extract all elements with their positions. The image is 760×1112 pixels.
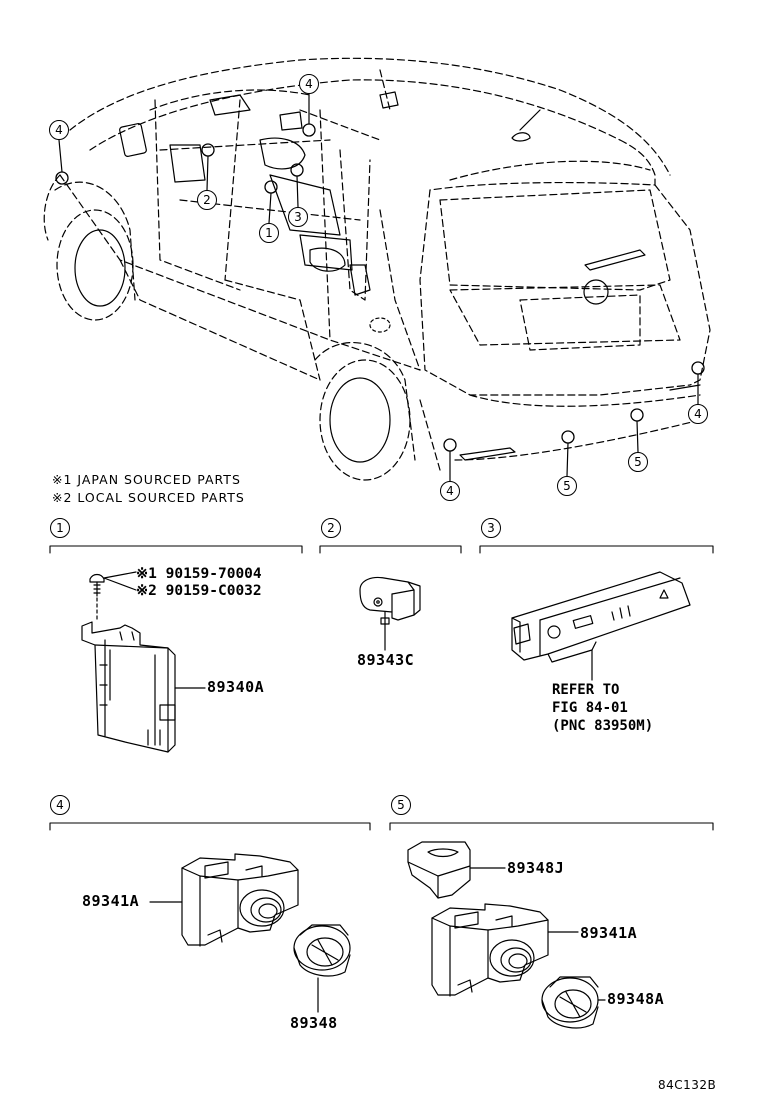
label-89348a: 89348A xyxy=(607,990,665,1008)
section-2-marker: 2 xyxy=(321,518,341,538)
callout-leaders xyxy=(58,93,699,482)
section-1-marker: 1 xyxy=(50,518,70,538)
section-brackets xyxy=(49,545,714,831)
callout-4-front-left: 4 xyxy=(49,120,69,140)
vehicle-outline xyxy=(43,57,711,471)
part-89348-retainer xyxy=(293,924,351,1013)
label-89340a: 89340A xyxy=(207,678,265,696)
callout-5-rear-right: 5 xyxy=(628,452,648,472)
note-japan-sourced: ※1 JAPAN SOURCED PARTS xyxy=(52,472,241,487)
part-89341a-sensor-sec4 xyxy=(149,853,299,947)
label-89341a-sec4: 89341A xyxy=(82,892,140,910)
label-bolt-japan: ※1 90159-70004 xyxy=(136,566,262,582)
part-89348a-retainer xyxy=(541,976,606,1029)
wheel-front xyxy=(54,181,136,321)
section-5-marker: 5 xyxy=(391,795,411,815)
part-89343c-switch xyxy=(359,576,421,651)
section-4-marker: 4 xyxy=(50,795,70,815)
vehicle-interior xyxy=(119,91,701,461)
callout-3: 3 xyxy=(288,207,308,227)
label-refer-to: REFER TO xyxy=(552,682,620,698)
label-89348j: 89348J xyxy=(507,859,565,877)
callout-1: 1 xyxy=(259,223,279,243)
wheel-rear xyxy=(314,317,416,481)
callout-2: 2 xyxy=(197,190,217,210)
callout-5-rear-left: 5 xyxy=(557,476,577,496)
part-89348j-bracket xyxy=(407,841,506,899)
label-89348: 89348 xyxy=(290,1014,338,1032)
section-3-marker: 3 xyxy=(481,518,501,538)
part-89340a-ecu xyxy=(81,571,206,753)
callout-4-top: 4 xyxy=(299,74,319,94)
label-89341a-sec5: 89341A xyxy=(580,924,638,942)
label-bolt-local: ※2 90159-C0032 xyxy=(136,583,262,599)
figure-reference-code: 84C132B xyxy=(658,1078,717,1092)
note-local-sourced: ※2 LOCAL SOURCED PARTS xyxy=(52,490,245,505)
callout-4-rear-right: 4 xyxy=(688,404,708,424)
label-pnc-ref: (PNC 83950M) xyxy=(552,718,654,734)
part-switch-panel xyxy=(511,571,691,681)
label-89343c: 89343C xyxy=(357,651,415,669)
callout-4-rear-left: 4 xyxy=(440,481,460,501)
label-fig-ref: FIG 84-01 xyxy=(552,700,628,716)
part-89341a-sensor-sec5 xyxy=(431,903,579,997)
